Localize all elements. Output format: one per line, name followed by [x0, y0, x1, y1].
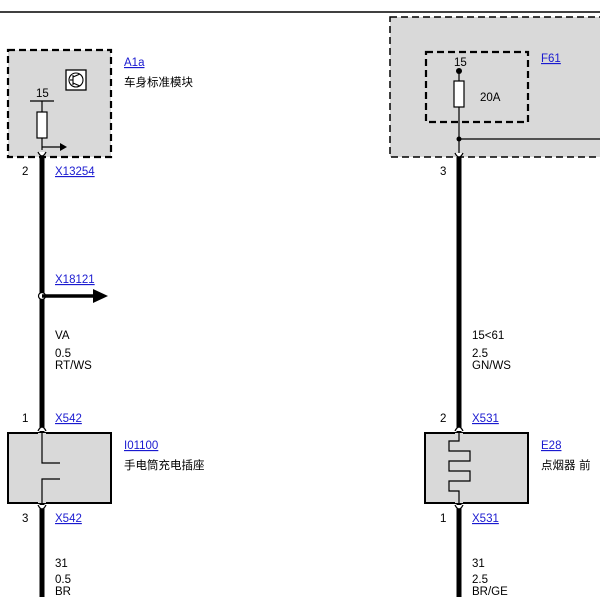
i01100-contact-bottom: [41, 478, 60, 503]
a1a-arrow-head: [60, 143, 67, 151]
module-i01100[interactable]: [7, 426, 112, 510]
i01100-link[interactable]: I01100: [124, 440, 158, 452]
x531-top-link[interactable]: X531: [472, 413, 499, 425]
x13254-link[interactable]: X13254: [55, 166, 95, 178]
f61-box: [424, 50, 530, 124]
left-bottom-gauge: 0.5: [55, 574, 71, 586]
e28-pin-bottom: [454, 504, 464, 510]
f61-link[interactable]: F61: [541, 53, 561, 65]
i01100-pin-bottom: [37, 504, 47, 510]
x542-top-link[interactable]: X542: [55, 413, 82, 425]
transistor-icon: [65, 69, 87, 91]
right-mid-color: GN/WS: [472, 360, 511, 372]
x542-bottom-pin: 3: [22, 513, 28, 525]
i01100-name: 手电筒充电插座: [124, 458, 205, 472]
e28-pin-top: [454, 426, 464, 432]
left-bottom-color: BR: [55, 586, 71, 597]
x18121-arrow-head: [93, 289, 108, 303]
x13254-pin: 2: [22, 166, 28, 178]
left-mid-color: RT/WS: [55, 360, 92, 372]
a1a-pin-label: 15: [36, 88, 49, 100]
x542-bottom-link[interactable]: X542: [55, 513, 82, 525]
e28-link[interactable]: E28: [541, 440, 561, 452]
x531-top-pin: 2: [440, 413, 446, 425]
module-i01100-box: [7, 432, 112, 504]
module-e28-box: [424, 432, 529, 504]
f61-out-pin-mark: [454, 152, 464, 158]
e28-name: 点烟器 前: [541, 458, 591, 472]
right-bottom-signal: 31: [472, 558, 485, 570]
a1a-name: 车身标准模块: [124, 75, 193, 89]
right-bottom-gauge: 2.5: [472, 574, 488, 586]
e28-heating-coil: [448, 433, 471, 503]
module-a1a[interactable]: 15: [6, 48, 113, 159]
x13254-pin-mark: [37, 151, 47, 157]
f61-pin-label: 15: [454, 57, 467, 69]
right-mid-signal: 15<61: [472, 330, 504, 342]
x531-bottom-pin: 1: [440, 513, 446, 525]
x542-top-pin: 1: [22, 413, 28, 425]
right-bottom-color: BR/GE: [472, 586, 508, 597]
f61-fuse: [453, 80, 465, 108]
module-a1a-box: [6, 48, 113, 159]
left-bottom-signal: 31: [55, 558, 68, 570]
i01100-contact-top: [41, 433, 60, 464]
a1a-link[interactable]: A1a: [124, 57, 145, 69]
e28-gap: [455, 433, 463, 503]
module-e28[interactable]: [424, 426, 529, 510]
f61-out-pin: 3: [440, 166, 446, 178]
i01100-pin-top: [37, 426, 47, 432]
f61-rating: 20A: [480, 92, 501, 104]
x18121-link[interactable]: X18121: [55, 274, 95, 286]
a1a-fuse: [36, 111, 48, 139]
x531-bottom-link[interactable]: X531: [472, 513, 499, 525]
i01100-gap: [38, 433, 46, 503]
right-mid-gauge: 2.5: [472, 348, 488, 360]
left-mid-signal: VA: [55, 330, 70, 342]
module-f61-carrier[interactable]: 15 20A: [389, 16, 600, 158]
left-mid-gauge: 0.5: [55, 348, 71, 360]
